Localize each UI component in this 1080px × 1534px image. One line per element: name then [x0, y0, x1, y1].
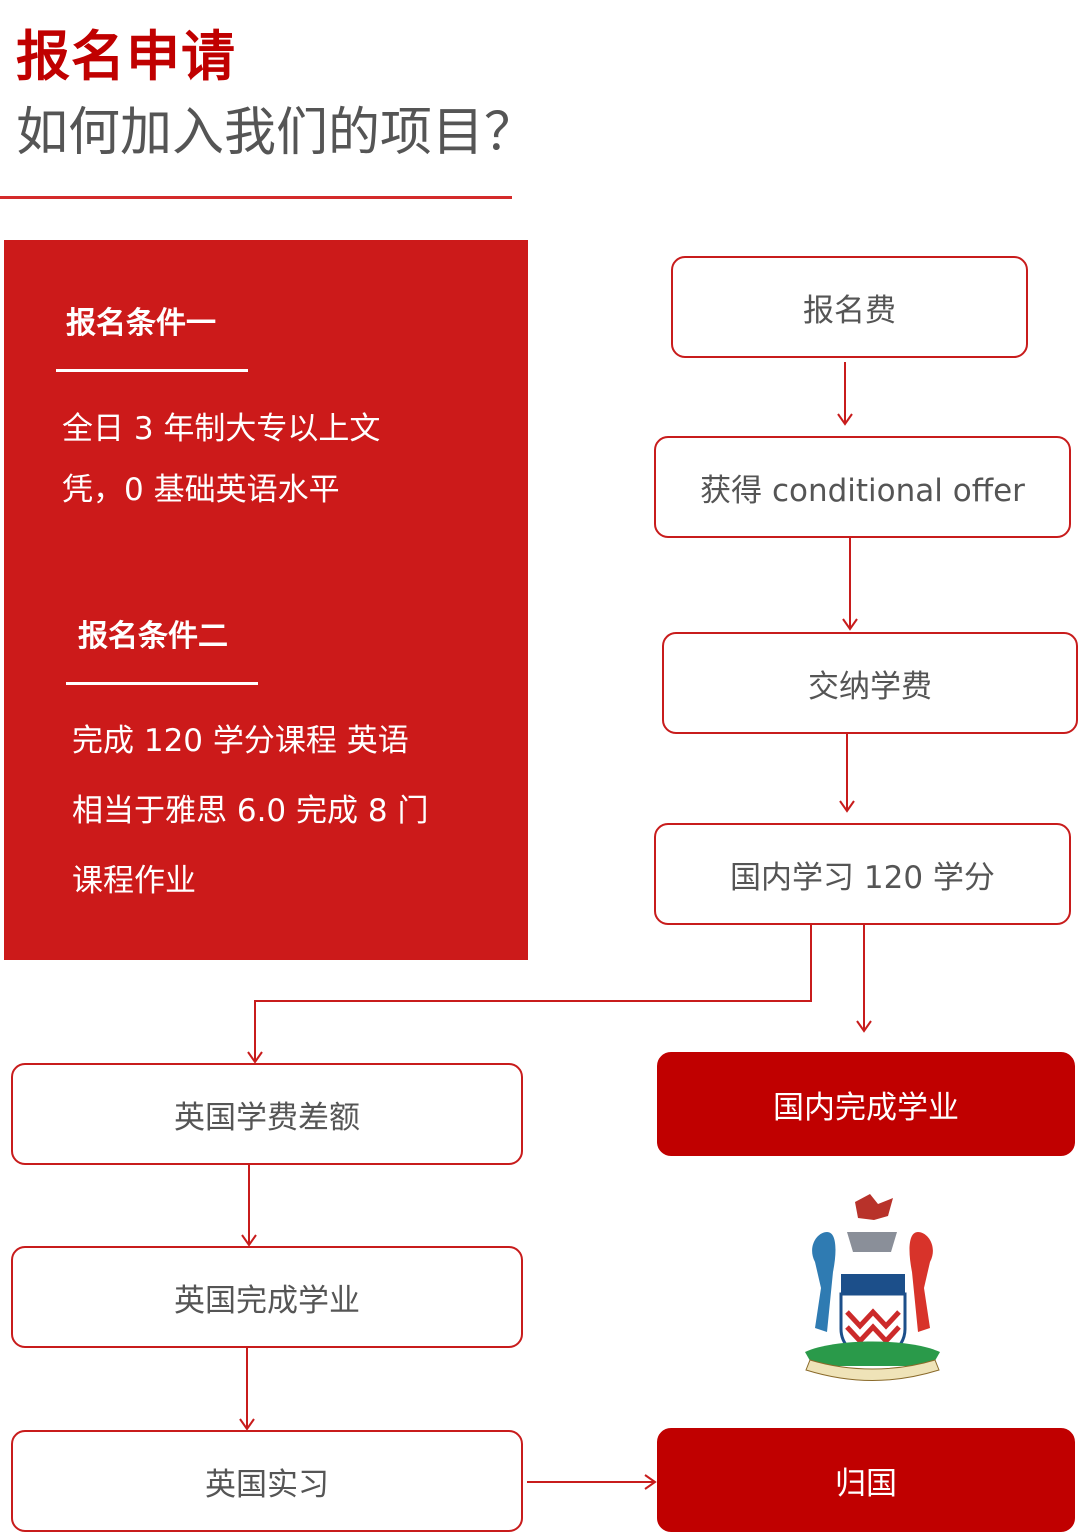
page-subtitle: 如何加入我们的项目？	[16, 103, 537, 163]
step-return-home: 归国	[657, 1428, 1075, 1532]
requirement-1-line: 全日 3 年制大专以上文	[62, 411, 381, 447]
step-domestic-complete: 国内完成学业	[657, 1052, 1075, 1156]
requirement-1-line: 凭，0 基础英语水平	[62, 472, 340, 508]
requirement-2-line: 相当于雅思 6.0 完成 8 门	[72, 793, 429, 829]
requirements-panel: 报名条件一 全日 3 年制大专以上文 凭，0 基础英语水平 报名条件二 完成 1…	[4, 240, 528, 960]
requirement-2-heading: 报名条件二	[78, 619, 228, 654]
step-uk-internship: 英国实习	[11, 1430, 523, 1532]
page-title: 报名申请	[16, 25, 236, 88]
requirement-1-heading: 报名条件一	[66, 306, 216, 341]
divider	[56, 369, 248, 372]
step-tuition: 交纳学费	[662, 632, 1078, 734]
step-domestic-study: 国内学习 120 学分	[654, 823, 1071, 925]
step-offer: 获得 conditional offer	[654, 436, 1071, 538]
step-uk-complete: 英国完成学业	[11, 1246, 523, 1348]
divider	[0, 196, 512, 199]
requirement-2-line: 课程作业	[72, 863, 196, 899]
requirement-2-line: 完成 120 学分课程 英语	[72, 723, 409, 759]
university-crest-logo	[805, 1194, 940, 1381]
step-uk-fee-difference: 英国学费差额	[11, 1063, 523, 1165]
step-fee: 报名费	[671, 256, 1028, 358]
divider	[66, 682, 258, 685]
